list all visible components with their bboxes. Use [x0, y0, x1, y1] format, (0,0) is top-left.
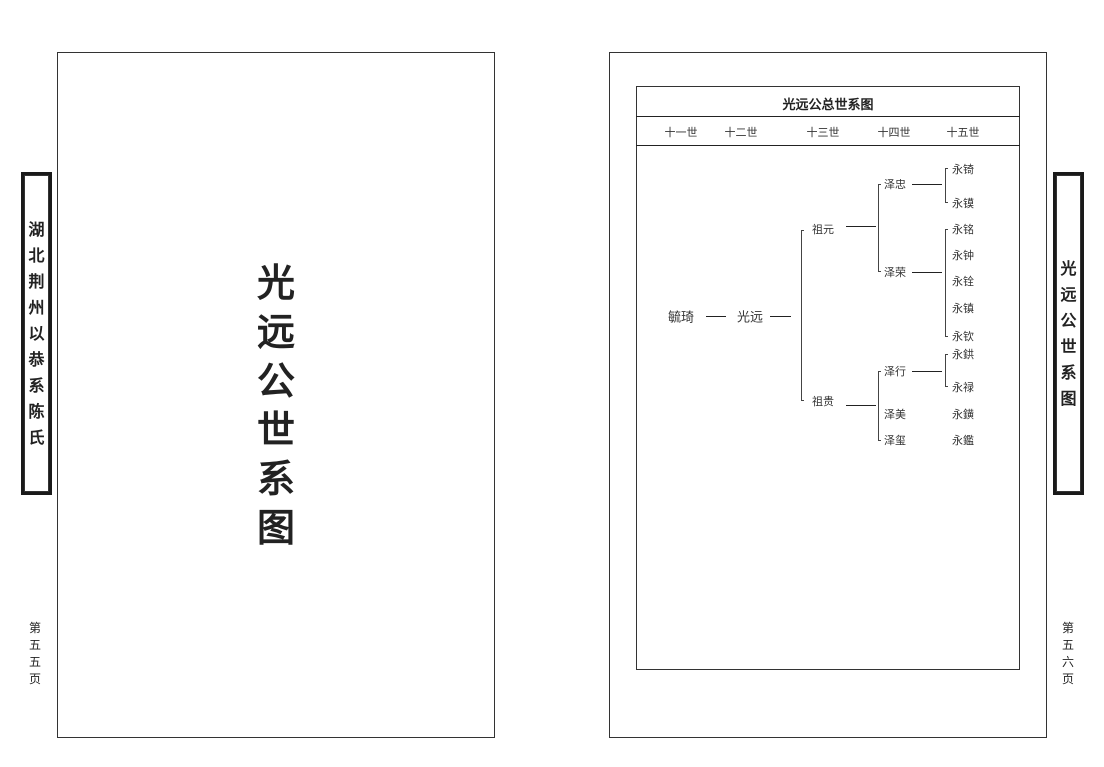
- person-node: 泽美: [884, 408, 906, 421]
- side-tab-char: 世: [1060, 336, 1077, 356]
- person-node: 毓琦: [668, 310, 695, 326]
- person-node: 祖贵: [812, 395, 834, 408]
- person-node: 光远: [737, 310, 764, 326]
- person-node: 永铭: [952, 223, 974, 236]
- page-number-char: 第: [1061, 621, 1074, 635]
- side-tab-char: 州: [28, 297, 45, 317]
- side-tab-char: 公: [1060, 310, 1077, 330]
- title-char: 公: [256, 358, 295, 403]
- person-node: 泽行: [884, 365, 906, 378]
- person-node: 永铨: [952, 275, 974, 288]
- page-number-char: 五: [28, 638, 41, 652]
- generation-header: 十一世: [664, 126, 698, 139]
- side-tab-char: 湖: [28, 219, 45, 239]
- chart-title: 光远公总世系图: [782, 98, 874, 113]
- side-tab-char: 光: [1060, 258, 1077, 278]
- side-tab-char: 陈: [28, 401, 45, 421]
- left-page-number: 第五五页: [25, 620, 45, 688]
- side-tab-char: 恭: [28, 349, 45, 369]
- person-node: 永鑑: [952, 434, 974, 447]
- page-number-char: 五: [28, 655, 41, 669]
- person-node: 泽玺: [884, 434, 906, 447]
- title-char: 世: [256, 407, 295, 452]
- person-node: 永钦: [952, 330, 974, 343]
- chart-frame: [636, 86, 1020, 670]
- title-char: 远: [256, 309, 295, 354]
- left-page-title: 光远公世系图: [256, 258, 296, 552]
- generation-header: 十五世: [946, 126, 980, 139]
- left-page: [57, 52, 495, 738]
- side-tab-char: 氏: [28, 427, 45, 447]
- person-node: 永鐄: [952, 408, 974, 421]
- person-node: 永钟: [952, 249, 974, 262]
- right-side-tab: 光远公世系图: [1053, 172, 1084, 495]
- side-tab-char: 图: [1060, 388, 1077, 408]
- right-page: [609, 52, 1047, 738]
- side-tab-char: 远: [1060, 284, 1077, 304]
- page-number-char: 第: [28, 621, 41, 635]
- side-tab-char: 荆: [28, 271, 45, 291]
- person-node: 祖元: [812, 223, 834, 236]
- right-page-number: 第五六页: [1058, 620, 1078, 688]
- person-node: 永镇: [952, 302, 974, 315]
- person-node: 永鉷: [952, 348, 974, 361]
- generation-header: 十三世: [806, 126, 840, 139]
- person-node: 永禄: [952, 381, 974, 394]
- title-char: 光: [256, 260, 295, 305]
- person-node: 永锜: [952, 163, 974, 176]
- side-tab-char: 系: [28, 375, 45, 395]
- page-number-char: 六: [1061, 655, 1074, 669]
- side-tab-char: 以: [28, 323, 45, 343]
- page-number-char: 五: [1061, 638, 1074, 652]
- side-tab-char: 系: [1060, 362, 1077, 382]
- page-number-char: 页: [28, 672, 41, 686]
- generation-header: 十四世: [877, 126, 911, 139]
- left-side-tab: 湖北荆州以恭系陈氏: [21, 172, 52, 495]
- person-node: 泽忠: [884, 178, 906, 191]
- divider: [636, 145, 1020, 146]
- divider: [636, 116, 1020, 117]
- page-number-char: 页: [1061, 672, 1074, 686]
- title-char: 系: [256, 456, 295, 501]
- title-char: 图: [256, 505, 295, 550]
- person-node: 泽荣: [884, 266, 906, 279]
- person-node: 永镆: [952, 197, 974, 210]
- side-tab-char: 北: [28, 245, 45, 265]
- generation-header: 十二世: [724, 126, 758, 139]
